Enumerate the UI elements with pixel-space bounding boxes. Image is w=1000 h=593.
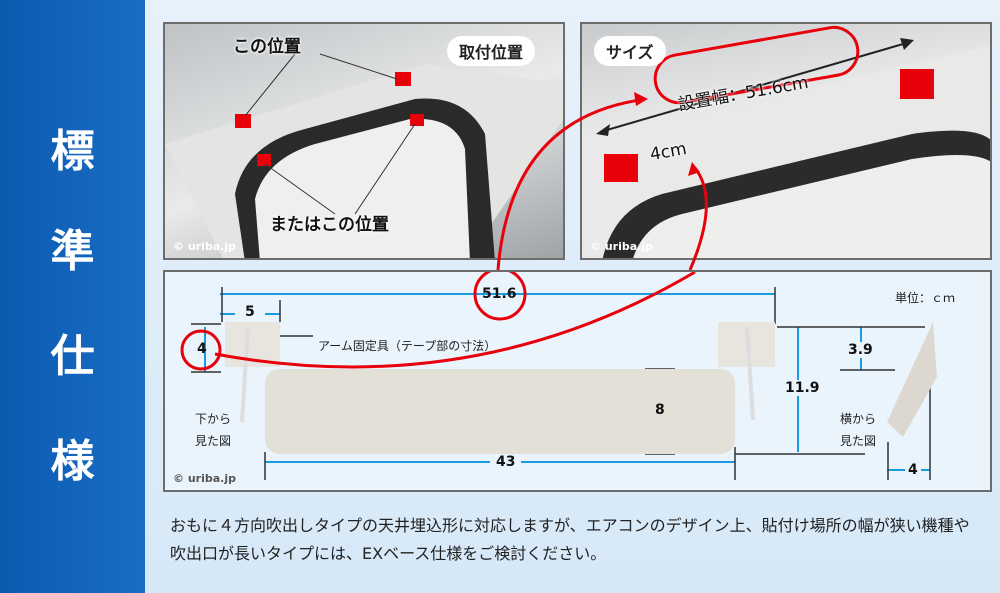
dim-bracket-width: 5 <box>245 304 255 320</box>
sidebar: 標 準 仕 様 <box>0 0 145 593</box>
photo-tag: サイズ <box>594 36 666 66</box>
dim-side-offset: 3.9 <box>848 342 873 358</box>
bottom-view-label: 見た図 <box>195 434 232 448</box>
bottom-view-label: 下から <box>195 412 232 426</box>
aircon-illustration <box>165 53 563 258</box>
sidebar-title-char: 仕 <box>50 331 95 382</box>
sidebar-title-char: 準 <box>50 226 95 277</box>
dimension-drawing <box>180 272 937 480</box>
dim-bracket-height: 4 <box>197 341 207 357</box>
dim-body-height: 8 <box>655 402 665 418</box>
side-view-label: 横から <box>840 412 877 426</box>
unit-label: 単位：ｃｍ <box>895 291 956 305</box>
copyright: © uriba.jp <box>173 472 236 485</box>
dim-side-depth: 4 <box>905 462 921 478</box>
sidebar-title-char: 標 <box>50 126 95 177</box>
dim-body-width: 43 <box>490 454 522 470</box>
alt-position-label: またはこの位置 <box>270 215 389 235</box>
sidebar-title-char: 様 <box>50 436 95 487</box>
side-view-label: 見た図 <box>840 434 877 448</box>
arm-label: アーム固定具（テープ部の寸法） <box>318 339 497 353</box>
position-label: この位置 <box>233 37 301 57</box>
mounting-position-photo: この位置 またはこの位置 取付位置 © uriba.jp <box>163 22 565 260</box>
dim-total-width: 51.6 <box>482 286 517 302</box>
dim-total-height: 11.9 <box>785 380 820 396</box>
size-photo: サイズ 設置幅：51.6cm 4cm © uriba.jp <box>580 22 992 260</box>
photo-tag: 取付位置 <box>447 36 536 66</box>
copyright: © uriba.jp <box>173 240 236 253</box>
copyright: © uriba.jp <box>590 240 653 253</box>
description: おもに４方向吹出しタイプの天井埋込形に対応しますが、エアコンのデザイン上、貼付け… <box>170 516 970 563</box>
dimension-diagram: 51.6 5 4 43 8 11.9 3.9 4 アーム固定具（テープ部の寸法）… <box>163 270 992 492</box>
